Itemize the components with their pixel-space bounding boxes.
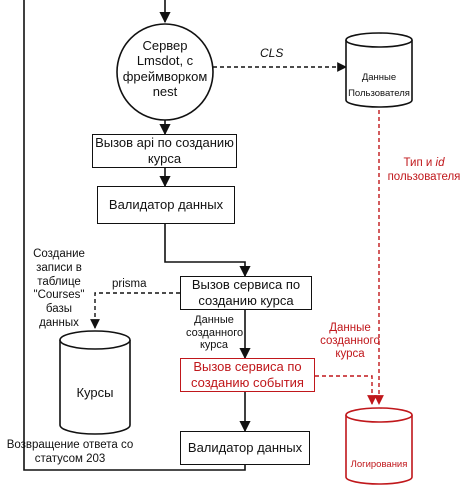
prisma-label: prisma	[112, 278, 147, 290]
course-data-label-red: Данные созданного курса	[320, 322, 380, 361]
logging-db-label: Логирования	[350, 459, 408, 470]
return-line	[23, 0, 246, 471]
cls-label: CLS	[260, 46, 284, 60]
courses-db-shape	[59, 330, 131, 435]
validator-top-label: Валидатор данных	[108, 197, 224, 213]
user-data-db-label: Данные Пользователя	[348, 72, 410, 100]
return-note: Возвращение ответа со статусом 203	[6, 439, 134, 466]
courses-db-label: Курсы	[76, 385, 114, 400]
course-data-label: Данные созданного курса	[186, 314, 244, 352]
user-data-db-shape	[345, 32, 413, 108]
course-service-box: Вызов сервиса по созданию курса	[180, 276, 312, 310]
type-id-id: id	[435, 157, 445, 169]
type-id-label: Тип и id пользователя	[386, 156, 462, 185]
api-call-box: Вызов api по созданию курса	[92, 134, 237, 168]
api-call-label: Вызов api по созданию курса	[95, 135, 234, 166]
validator-top-box: Валидатор данных	[97, 186, 235, 224]
server-node-label: Сервер Lmsdot, с фреймворком nest	[122, 38, 208, 99]
validator-bottom-label: Валидатор данных	[187, 440, 303, 456]
course-service-label: Вызов сервиса по созданию курса	[191, 277, 301, 308]
type-id-line2: пользователя	[387, 171, 461, 184]
validator-bottom-box: Валидатор данных	[180, 431, 310, 465]
event-log-arrow	[315, 375, 377, 405]
logging-db-shape	[345, 407, 413, 485]
prisma-arrow	[90, 292, 180, 329]
create-record-note: Создание записи в таблице "Courses" базы…	[33, 248, 85, 329]
arrow-validator-to-course-service	[164, 224, 251, 278]
event-service-label: Вызов сервиса по созданию события	[191, 359, 304, 390]
type-id-line1: Тип и	[403, 157, 433, 169]
event-service-box: Вызов сервиса по созданию события	[180, 358, 315, 392]
